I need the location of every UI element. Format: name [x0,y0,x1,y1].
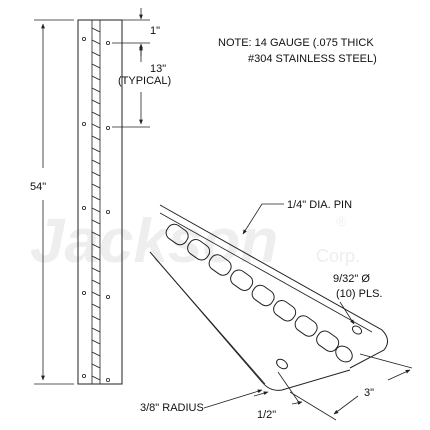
knuckle-mark [91,171,101,177]
screw-hole-right [106,294,111,299]
note-line-1: NOTE: 14 GAUGE (.075 THICK [218,37,374,49]
back-leaf-outline [159,204,388,369]
knuckle-mark [91,339,101,345]
knuckle-mark [91,363,101,369]
watermark-suffix: Corp. [316,246,360,266]
knuckle-mark [91,219,101,225]
watermark: Jackson Corp. ® [30,207,360,276]
screw-hole-right [106,377,111,382]
knuckle-mark [91,123,101,129]
knuckle-mark [91,243,101,249]
front-leaf-outline [149,251,351,391]
knuckle-mark [91,279,101,285]
knuckle-mark [91,375,101,381]
knuckle-mark [91,207,101,213]
radius-callout: 3/8" RADIUS [140,389,263,414]
hinge-detail-view [149,204,388,391]
knuckle-segment [165,223,189,246]
screw-hole-left [82,290,87,295]
screw-hole-left [82,122,87,127]
knuckle-mark [91,63,101,69]
overall-length-label: 54" [30,181,46,193]
knuckle-mark [91,303,101,309]
knuckle-mark [91,267,101,273]
knuckle-segment [251,284,275,307]
screw-hole-right [106,41,111,46]
knuckle-mark [91,327,101,333]
screw-hole-left [82,37,87,42]
hole-spacing-qualifier: (TYPICAL) [118,75,171,87]
knuckle-segment [187,238,211,261]
overall-length-dimension: 54" [30,19,74,385]
knuckle-mark [91,51,101,57]
knuckle-mark [91,135,101,141]
knuckle-mark [91,195,101,201]
knuckle-segment [208,254,232,276]
pin-diameter-label: 1/4" DIA. PIN [287,199,352,211]
knuckle-mark [91,75,101,81]
knuckle-segment [316,330,340,352]
hole-offset-dimension: 1/2" [253,371,303,421]
material-note: NOTE: 14 GAUGE (.075 THICK #304 STAINLES… [218,37,377,65]
knuckle-mark [91,351,101,357]
pin-callout: 1/4" DIA. PIN [242,199,352,235]
knuckle-mark [91,315,101,321]
knuckle-mark [91,255,101,261]
watermark-brand: Jackson [30,207,278,276]
width-dimension: 3" [289,353,413,421]
knuckle-mark [91,27,101,33]
screw-holes [82,37,111,382]
hole-spacing-dimension: 13" (TYPICAL) [112,45,171,128]
knuckle-mark [91,111,101,117]
knuckle-mark [91,291,101,297]
knuckle-segment [294,315,318,337]
knuckle-segment [273,299,297,322]
knuckle-mark [91,99,101,105]
knuckle-mark [91,159,101,165]
detail-hole-front [276,358,288,370]
knuckle-mark [91,231,101,237]
pin-end [335,345,353,363]
hole-size-label: 9/32" Ø [333,273,370,285]
watermark-mark: ® [336,213,347,229]
width-label: 3" [364,387,374,399]
screw-hole-left [82,205,87,210]
detail-hole-back [351,325,363,335]
knuckle-mark [91,183,101,189]
front-leaf-edge [154,257,266,385]
knuckle-segment [230,269,254,291]
hole-count-label: (10) PLS. [336,288,382,300]
hinge-front-view [77,19,123,385]
hole-offset-label: 1/2" [257,409,276,421]
screw-hole-left [82,373,87,378]
back-leaf-edge [159,212,373,333]
hole-spacing-label: 13" [150,63,166,75]
first-hole-dimension: 1" [112,8,160,56]
knuckle-mark [91,147,101,153]
knuckle-marks [91,27,101,381]
radius-label: 3/8" RADIUS [140,402,204,414]
hole-callout: 9/32" Ø (10) PLS. [333,273,382,325]
first-hole-label: 1" [150,25,160,37]
screw-hole-right [106,209,111,214]
knuckle-mark [91,39,101,45]
knuckle-mark [91,87,101,93]
screw-hole-right [106,126,111,131]
knuckle-barrel [165,223,340,352]
note-line-2: #304 STAINLESS STEEL) [248,53,377,65]
